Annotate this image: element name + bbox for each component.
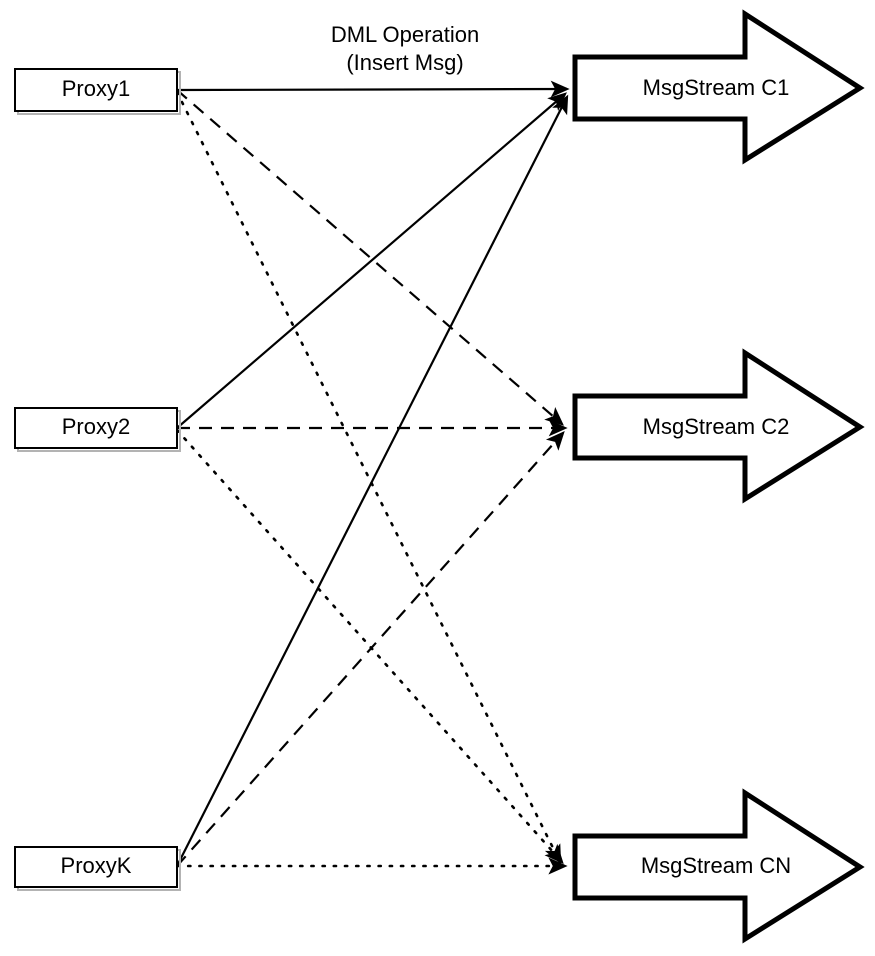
link-proxy2-to-cn	[175, 428, 564, 864]
link-proxy1-to-cn	[175, 90, 562, 865]
link-proxyk-to-c1	[176, 94, 569, 867]
edge-label-dml-operation: DML Operation (Insert Msg)	[331, 22, 479, 75]
link-proxy2-to-c1	[176, 92, 568, 429]
stream-arrow-outline	[572, 788, 865, 944]
edge-label-line-2: (Insert Msg)	[346, 50, 463, 75]
stream-node-msgstream_c1[interactable]: MsgStream C1	[572, 9, 865, 165]
stream-label: MsgStream C1	[643, 75, 790, 100]
proxy-node-proxy2[interactable]: Proxy2	[14, 407, 181, 452]
proxy-box-outline	[14, 68, 178, 112]
proxy-label: Proxy2	[62, 414, 130, 439]
stream-label: MsgStream CN	[641, 853, 791, 878]
proxy-box-outline	[14, 407, 178, 449]
proxy-node-proxy1[interactable]: Proxy1	[14, 68, 181, 115]
edge-label-line-1: DML Operation	[331, 22, 479, 47]
link-proxy1-to-c1	[176, 80, 570, 98]
stream-arrow-outline	[572, 9, 865, 165]
link-group	[175, 80, 570, 875]
proxy-label: ProxyK	[61, 853, 132, 878]
stream-group: MsgStream C1 MsgStream C2 MsgStream CN	[572, 9, 865, 944]
proxy-node-proxyk[interactable]: ProxyK	[14, 846, 181, 891]
proxy-label: Proxy1	[62, 76, 130, 101]
proxy-box-outline	[14, 846, 178, 888]
link-proxy1-to-c2	[176, 89, 564, 426]
stream-arrow-outline	[572, 348, 865, 504]
stream-node-msgstream_cn[interactable]: MsgStream CN	[572, 788, 865, 944]
stream-node-msgstream_c2[interactable]: MsgStream C2	[572, 348, 865, 504]
stream-label: MsgStream C2	[643, 414, 790, 439]
link-proxyk-to-c2	[176, 431, 565, 867]
